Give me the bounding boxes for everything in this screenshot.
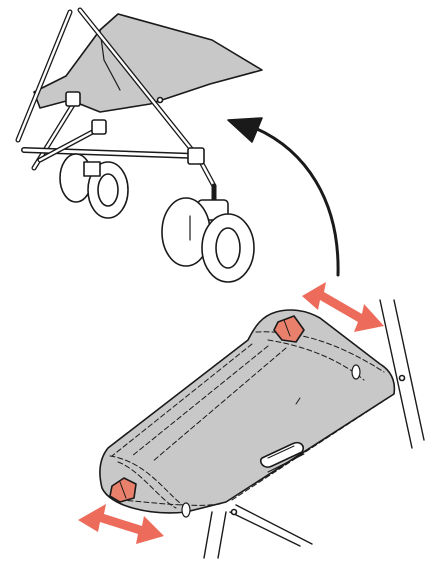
curved-arrow-up-icon [227,117,340,277]
front-wheel [161,183,255,283]
right-frame-rods [379,299,425,449]
rear-wheel [59,153,129,219]
canopy-fabric [99,309,396,514]
canopy-window [259,441,305,473]
stroller-drawing [15,7,263,283]
double-headed-arrow-icon-lower [78,504,164,544]
double-headed-arrow-icon-upper [302,282,384,332]
lower-buckle [109,477,137,503]
upper-buckle [273,315,305,343]
canopy-detail [78,282,425,559]
